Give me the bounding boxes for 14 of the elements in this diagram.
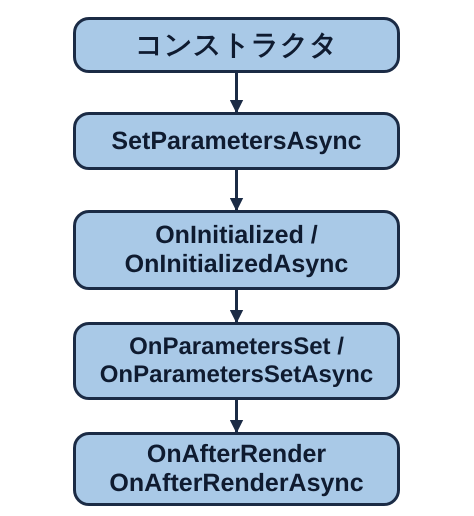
box-label: OnParametersSet / OnParametersSetAsync (98, 333, 374, 389)
process-box (73, 322, 400, 400)
arrow (230, 170, 244, 212)
process-box (73, 17, 400, 73)
box-label: SetParametersAsync (111, 126, 362, 156)
arrow (230, 400, 244, 434)
box-label: OnAfterRender OnAfterRenderAsync (108, 440, 365, 498)
arrow (230, 73, 244, 114)
box-label: コンストラクタ (135, 28, 338, 62)
arrow (230, 290, 244, 324)
box-label: OnInitialized / OnInitializedAsync (124, 221, 350, 279)
process-box (73, 210, 400, 290)
process-box (73, 432, 400, 506)
process-box (73, 112, 400, 170)
